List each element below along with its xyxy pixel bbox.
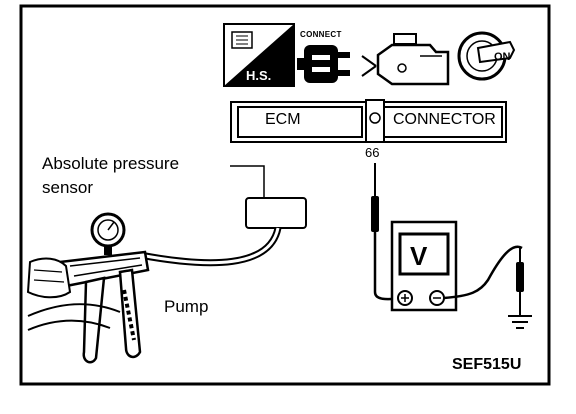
connector-plug-icon [297,45,350,83]
ecm-connector-bar [230,99,507,143]
ground-symbol-icon [508,315,532,329]
sensor-label-line1: Absolute pressure [42,154,180,173]
voltmeter [390,220,458,312]
pump-label: Pump [164,297,209,316]
hs-badge-label: H.S. [246,68,272,83]
ground-lead [443,245,524,316]
sensor-label: Absolute pressure sensor [42,152,179,200]
ecm-label: ECM [265,111,301,128]
pin-number-label: 66 [365,145,380,160]
connector-label: CONNECTOR [393,111,496,128]
figure-reference: SEF515U [452,356,522,373]
sensor-leader-line [230,165,265,200]
hs-badge-icon [223,23,295,87]
pressure-sensor-box [245,197,307,229]
voltmeter-symbol: V [410,241,428,271]
ignition-on-label: ON [494,51,511,63]
diagram-frame [19,4,551,386]
ignition-key-icon [457,31,516,81]
engine-icon [361,33,450,86]
sensor-label-line2: sensor [42,178,94,197]
connect-caption: CONNECT [300,30,342,39]
hand-vacuum-pump [26,212,150,364]
